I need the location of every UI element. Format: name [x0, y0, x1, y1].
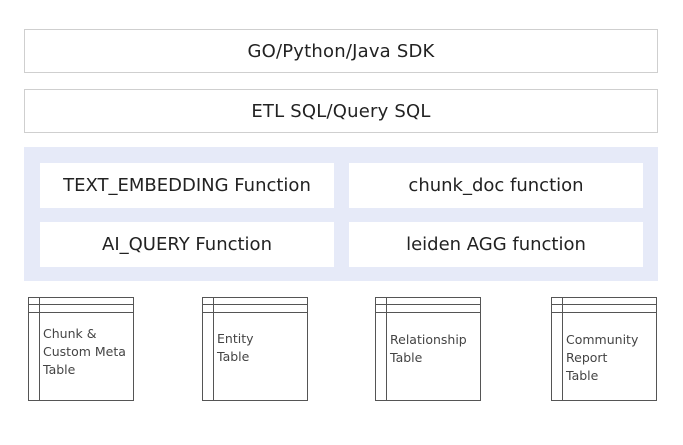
function-panel: TEXT_EMBEDDING Function chunk_doc functi…	[24, 147, 658, 281]
table-label: Community Report Table	[566, 332, 639, 383]
table-label: Relationship Table	[390, 332, 467, 365]
table-label: Entity Table	[217, 331, 254, 364]
community-report-table-icon: Community Report Table	[551, 297, 657, 401]
sql-layer: ETL SQL/Query SQL	[24, 89, 658, 133]
entity-table-icon: Entity Table	[202, 297, 308, 401]
relationship-table-icon: Relationship Table	[375, 297, 481, 401]
sdk-layer: GO/Python/Java SDK	[24, 29, 658, 73]
ai-query-function-box: AI_QUERY Function	[40, 222, 334, 267]
chunk-custom-meta-table-icon: Chunk & Custom Meta Table	[28, 297, 134, 401]
table-label: Chunk & Custom Meta Table	[43, 326, 126, 377]
leiden-agg-function-box: leiden AGG function	[349, 222, 643, 267]
chunk-doc-function-box: chunk_doc function	[349, 163, 643, 208]
text-embedding-function-box: TEXT_EMBEDDING Function	[40, 163, 334, 208]
